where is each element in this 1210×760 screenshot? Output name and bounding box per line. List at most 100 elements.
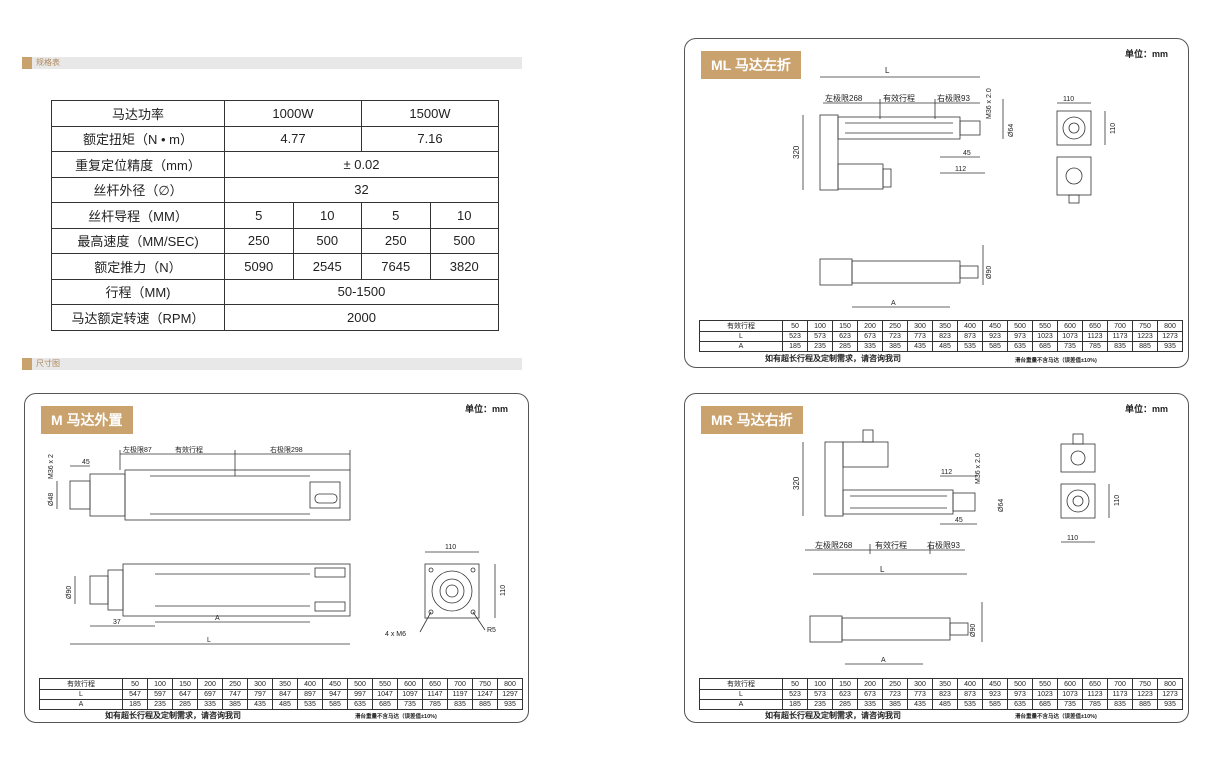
dim-cell: 673 [857, 331, 883, 342]
dim-cell: 1223 [1132, 689, 1158, 700]
spec-value: 32 [224, 176, 499, 203]
end-flange [1056, 110, 1092, 146]
dim-cell: 935 [1157, 341, 1183, 352]
dim-cell: 385 [882, 699, 908, 710]
dim-cell: 773 [907, 331, 933, 342]
dim-112: 112 [941, 469, 952, 476]
dim-header: 有效行程 [699, 678, 783, 690]
dim-320: 320 [792, 476, 801, 490]
dim-m36: M36 x 2.0 [975, 453, 982, 484]
spec-value: 4.77 [224, 125, 362, 152]
dim-header: A [699, 699, 783, 710]
dim-cell: 835 [1107, 341, 1133, 352]
dim-cell: 635 [1007, 341, 1033, 352]
dim-110-side: 110 [1110, 123, 1117, 134]
dim-cell: 723 [882, 331, 908, 342]
dim-110-top: 110 [1067, 535, 1078, 542]
spec-label: 额定扭矩（N • m） [51, 125, 225, 152]
dim-cell: 150 [832, 320, 858, 332]
dim-cell: 300 [247, 678, 273, 690]
dim-cell: 947 [322, 689, 348, 700]
dim-cell: 547 [122, 689, 148, 700]
dim-stroke: 有效行程 [883, 93, 915, 103]
panel-m-motor-external: M 马达外置 单位：mm 左极限87 有效行程 右极限298 45 M36 x … [24, 393, 529, 723]
dim-cell: 585 [982, 341, 1008, 352]
dim-cell: 185 [122, 699, 148, 710]
spec-label: 额定推力（N） [51, 253, 225, 280]
section-marker [22, 358, 32, 370]
spec-value: 500 [292, 227, 362, 254]
spec-value: 50-1500 [224, 278, 499, 305]
dim-cell: 885 [1132, 341, 1158, 352]
dim-cell: 200 [857, 320, 883, 332]
dim-cell: 235 [147, 699, 173, 710]
dim-cell: 450 [982, 678, 1008, 690]
dim-cell: 100 [147, 678, 173, 690]
dim-cell: 885 [472, 699, 498, 710]
spec-value: 250 [361, 227, 431, 254]
dim-cell: 973 [1007, 689, 1033, 700]
spec-value: 10 [429, 202, 499, 229]
dim-cell: 823 [932, 689, 958, 700]
dim-cell: 735 [1057, 341, 1083, 352]
spec-value: 7.16 [361, 125, 499, 152]
dim-left-limit: 左极限268 [815, 540, 853, 550]
dim-r5: R5 [487, 627, 496, 634]
dim-cell: 250 [882, 320, 908, 332]
custom-note: 如有超长行程及定制需求，请咨询我司 [765, 711, 901, 720]
spec-value: 1500W [361, 100, 499, 127]
dim-110-top: 110 [445, 544, 456, 551]
dim-cell: 835 [447, 699, 473, 710]
dim-cell: 535 [957, 341, 983, 352]
dim-cell: 500 [1007, 320, 1033, 332]
ml-drawing [802, 76, 1106, 308]
spec-value: 2000 [224, 304, 499, 331]
dim-cell: 350 [272, 678, 298, 690]
dim-cell: 150 [172, 678, 198, 690]
dim-header: 有效行程 [39, 678, 123, 690]
dim-cell: 1147 [422, 689, 448, 700]
dim-cell: 997 [347, 689, 373, 700]
dim-cell: 597 [147, 689, 173, 700]
dim-header: 有效行程 [699, 320, 783, 332]
dim-cell: 585 [322, 699, 348, 710]
dim-cell: 50 [782, 678, 808, 690]
section-title: 规格表 [36, 58, 60, 67]
dim-cell: 723 [882, 689, 908, 700]
dim-cell: 773 [907, 689, 933, 700]
section-title: 尺寸图 [36, 359, 60, 368]
dim-cell: 697 [197, 689, 223, 700]
spec-value: 3820 [429, 253, 499, 280]
spec-value: 5 [361, 202, 431, 229]
dim-cell: 185 [782, 341, 808, 352]
dim-header: L [699, 689, 783, 700]
dim-cell: 650 [422, 678, 448, 690]
dim-stroke: 有效行程 [175, 445, 203, 454]
dim-cell: 785 [1082, 341, 1108, 352]
dim-cell: 650 [1082, 678, 1108, 690]
dim-cell: 647 [172, 689, 198, 700]
dim-cell: 1097 [397, 689, 423, 700]
m-drawing [56, 450, 496, 645]
spec-label: 丝杆导程（MM） [51, 202, 225, 229]
dim-cell: 797 [247, 689, 273, 700]
mr-drawing [802, 429, 1110, 665]
dim-cell: 835 [1107, 699, 1133, 710]
mr-labels: 320 112 M36 x 2.0 Ø64 45 左极限268 有效行程 右极限… [792, 453, 1121, 664]
dim-cell: 1273 [1157, 689, 1183, 700]
dim-cell: 485 [932, 341, 958, 352]
dim-cell: 535 [957, 699, 983, 710]
panel-title: MR 马达右折 [701, 406, 803, 434]
motor-plate [819, 114, 839, 191]
dim-l: L [880, 565, 885, 574]
dim-cell: 873 [957, 689, 983, 700]
spec-label: 马达功率 [51, 100, 225, 127]
dim-cell: 435 [247, 699, 273, 710]
